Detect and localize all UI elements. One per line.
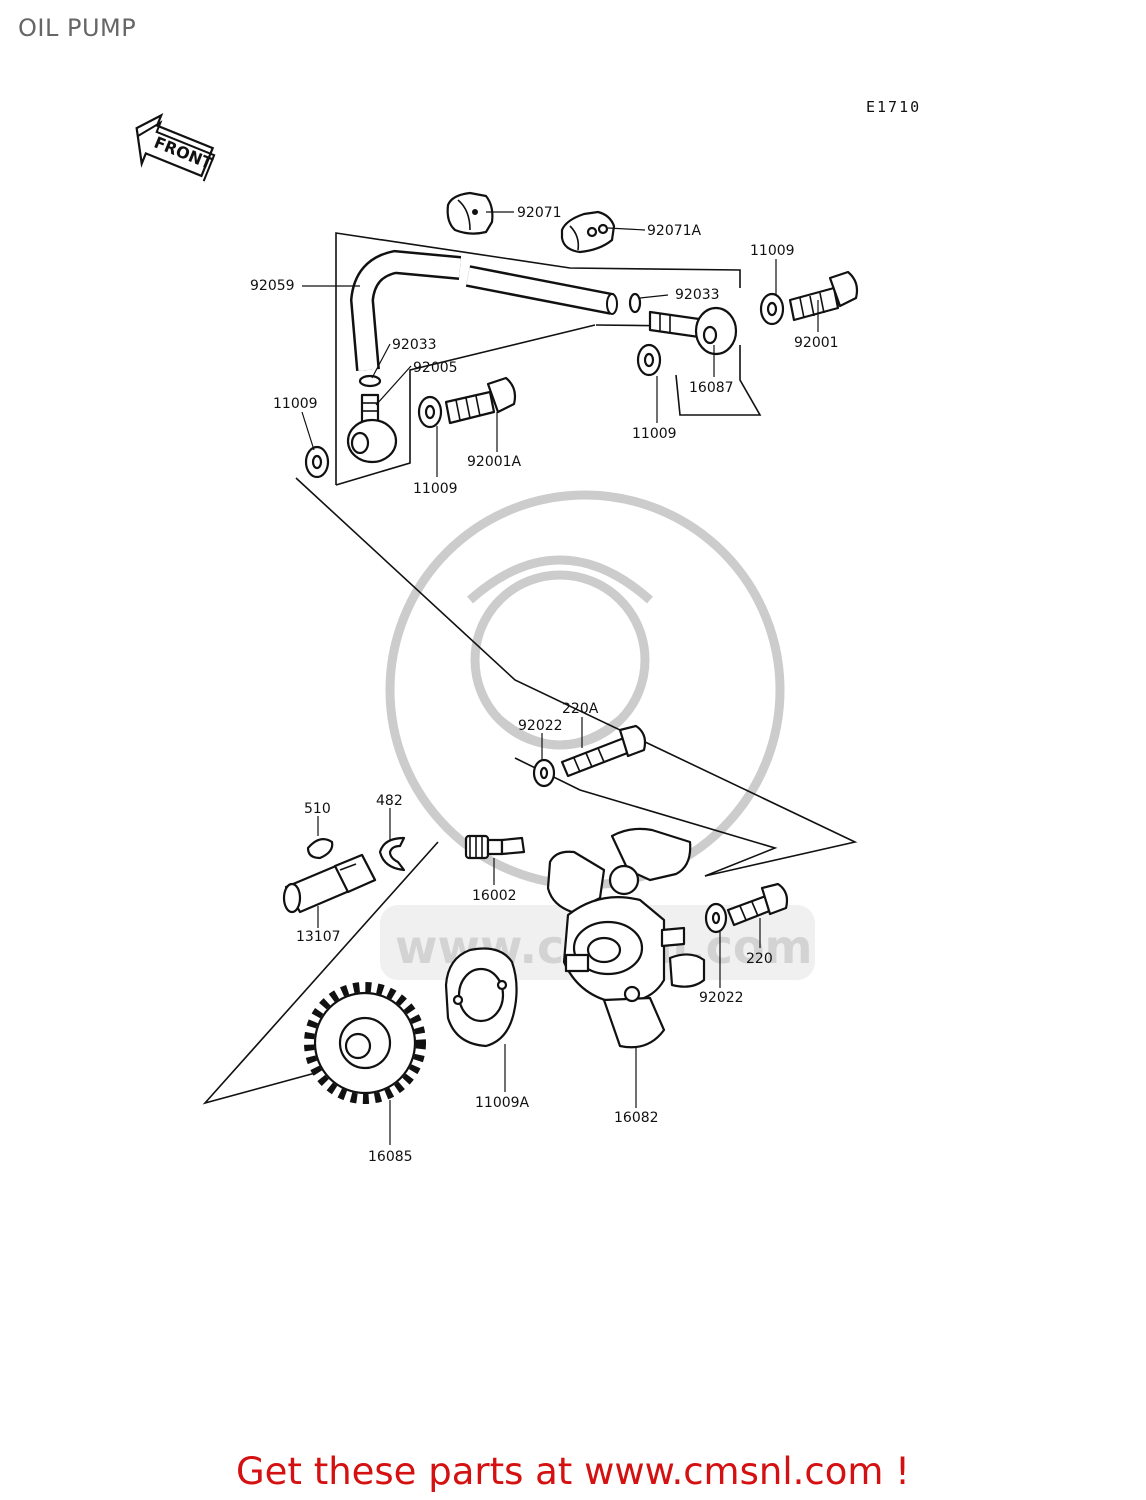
lower-assembly-frame [202,477,858,1105]
washer-11009-mid [417,395,443,429]
grommet-92071A [560,210,616,254]
circlip-482 [378,836,406,872]
label-11009-right: 11009 [632,426,677,442]
washer-92022-right [704,902,728,934]
leader-lines [301,211,819,1145]
label-92071: 92071 [517,205,562,221]
label-92001A: 92001A [467,454,522,470]
label-92033-right: 92033 [675,287,720,303]
label-92005: 92005 [413,360,458,376]
clip-92033-left [358,374,382,388]
ad-banner-link[interactable]: Get these parts at www.cmsnl.com ! [235,1450,910,1493]
washer-11009-left [304,445,330,479]
banjo-bolt-92001 [788,270,859,322]
oil-pump-exploded-diagram: www.cmsnl.com E1710 FRONT [135,98,921,1165]
label-92033-left: 92033 [392,337,437,353]
label-220A: 220A [562,701,599,717]
label-16082: 16082 [614,1110,659,1126]
label-16087: 16087 [689,380,734,396]
banjo-fitting-16087 [648,306,738,356]
label-11009A: 11009A [475,1095,530,1111]
diagram-code: E1710 [866,98,921,116]
grommet-92071 [446,191,494,235]
label-92001: 92001 [794,335,839,351]
label-482: 482 [376,793,403,809]
fitting-16002 [464,834,526,860]
key-510 [306,837,334,860]
pump-shaft-13107 [282,853,377,914]
label-510: 510 [304,801,331,817]
washer-11009-top-right [759,292,785,326]
washer-92022-top [532,758,556,788]
label-220: 220 [746,951,773,967]
page-title: OIL PUMP [18,14,137,42]
label-11009-left: 11009 [273,396,318,412]
label-92059: 92059 [250,278,295,294]
label-16002: 16002 [472,888,517,904]
gasket-11009A [444,947,518,1048]
banjo-fitting-92005 [346,393,398,464]
oil-pump-gear-16085 [304,982,426,1104]
label-92022-top: 92022 [518,718,563,734]
label-92022-right: 92022 [699,990,744,1006]
label-11009-mid: 11009 [413,481,458,497]
oil-pump-16082 [546,827,706,1049]
washer-11009-right [636,343,662,377]
oil-hose-92059 [349,249,618,372]
label-92071A: 92071A [647,223,702,239]
front-arrow-icon: FRONT [135,113,216,182]
label-16085: 16085 [368,1149,413,1165]
bolt-220A [560,724,647,778]
clip-92033-right [628,292,642,314]
label-13107: 13107 [296,929,341,945]
banjo-bolt-92001A [444,376,517,425]
label-11009-top-right: 11009 [750,243,795,259]
bolt-220 [726,882,789,927]
